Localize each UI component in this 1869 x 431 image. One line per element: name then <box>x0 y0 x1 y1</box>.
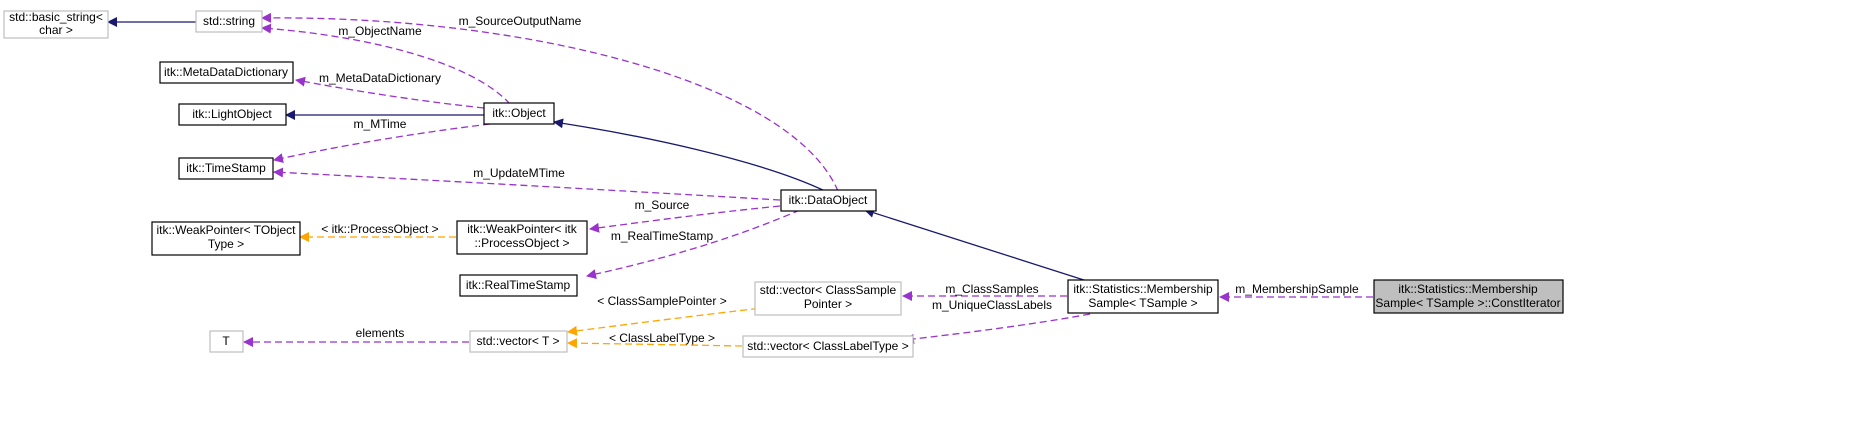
label-elements: elements <box>356 326 405 340</box>
edge-data-object-to-object <box>553 118 826 192</box>
edge-mtime <box>273 123 491 164</box>
node-vector-class-sample-line-2: Pointer > <box>804 297 852 311</box>
node-meta-data-dictionary-label: itk::MetaDataDictionary <box>164 65 288 79</box>
node-vector-t-label: std::vector< T > <box>477 334 560 348</box>
label-process-object: < itk::ProcessObject > <box>321 222 438 236</box>
node-real-time-stamp[interactable]: itk::RealTimeStamp <box>459 274 578 297</box>
edge-class-sample-pointer <box>567 305 781 336</box>
node-weak-pointer-process-line-1: itk::WeakPointer< itk <box>467 222 577 236</box>
node-data-object-label: itk::DataObject <box>789 193 868 207</box>
node-weak-pointer-tobject-line-1: itk::WeakPointer< TObject <box>156 223 296 237</box>
label-unique-class-labels: m_UniqueClassLabels <box>932 298 1052 312</box>
label-source: m_Source <box>635 198 690 212</box>
label-mtime: m_MTime <box>354 117 407 131</box>
node-weak-pointer-process-line-2: ::ProcessObject > <box>474 236 569 250</box>
node-basic-string-line-2: char > <box>39 23 73 37</box>
node-basic-string[interactable]: std::basic_string< char > <box>3 10 109 39</box>
node-vector-class-sample[interactable]: std::vector< ClassSample Pointer > <box>754 281 902 316</box>
node-membership-sample-line-1: itk::Statistics::Membership <box>1073 282 1213 296</box>
edge-unique-class-labels <box>904 313 1091 344</box>
node-real-time-stamp-label: itk::RealTimeStamp <box>466 278 571 292</box>
node-weak-pointer-tobject[interactable]: itk::WeakPointer< TObject Type > <box>151 221 301 256</box>
edge-labels: m_SourceOutputName m_ObjectName m_MetaDa… <box>319 14 1359 345</box>
node-weak-pointer-tobject-line-2: Type > <box>208 237 244 251</box>
edge-object-name <box>261 23 511 105</box>
node-light-object-label: itk::LightObject <box>192 107 272 121</box>
node-time-stamp[interactable]: itk::TimeStamp <box>178 157 274 180</box>
label-class-sample-pointer: < ClassSamplePointer > <box>597 294 726 308</box>
label-object-name: m_ObjectName <box>338 24 422 38</box>
label-class-label-type: < ClassLabelType > <box>609 331 715 345</box>
node-const-iterator[interactable]: itk::Statistics::Membership Sample< TSam… <box>1373 279 1564 314</box>
node-vector-t[interactable]: std::vector< T > <box>469 330 568 353</box>
node-vector-class-label-label: std::vector< ClassLabelType > <box>747 339 908 353</box>
node-meta-data-dictionary[interactable]: itk::MetaDataDictionary <box>159 61 294 84</box>
node-object[interactable]: itk::Object <box>483 102 555 125</box>
edge-real-time-stamp <box>586 209 801 279</box>
label-source-output-name: m_SourceOutputName <box>459 14 582 28</box>
label-update-mtime: m_UpdateMTime <box>473 166 565 180</box>
node-vector-class-label[interactable]: std::vector< ClassLabelType > <box>742 335 914 358</box>
node-object-label: itk::Object <box>492 106 546 120</box>
node-vector-class-sample-line-1: std::vector< ClassSample <box>760 283 897 297</box>
label-real-time-stamp: m_RealTimeStamp <box>611 229 714 243</box>
edge-update-mtime <box>273 167 781 201</box>
node-string[interactable]: std::string <box>195 10 263 33</box>
edge-membership-to-data-object <box>864 207 1088 282</box>
node-data-object[interactable]: itk::DataObject <box>780 189 877 212</box>
node-time-stamp-label: itk::TimeStamp <box>186 161 266 175</box>
node-const-iterator-line-2: Sample< TSample >::ConstIterator <box>1375 296 1560 310</box>
label-meta-data-dictionary: m_MetaDataDictionary <box>319 71 441 85</box>
edge-meta-data-dictionary <box>295 76 485 109</box>
node-membership-sample[interactable]: itk::Statistics::Membership Sample< TSam… <box>1067 279 1219 314</box>
node-membership-sample-line-2: Sample< TSample > <box>1088 296 1197 310</box>
label-membership-sample: m_MembershipSample <box>1235 282 1359 296</box>
edge-source <box>589 205 781 233</box>
node-const-iterator-line-1: itk::Statistics::Membership <box>1398 282 1538 296</box>
label-class-samples: m_ClassSamples <box>945 282 1038 296</box>
nodes: std::basic_string< char > std::string it… <box>3 10 1564 358</box>
node-string-label: std::string <box>203 14 255 28</box>
node-t-label: T <box>222 334 230 348</box>
node-weak-pointer-process[interactable]: itk::WeakPointer< itk ::ProcessObject > <box>456 220 588 255</box>
node-t[interactable]: T <box>209 330 244 353</box>
edges <box>107 12 1373 349</box>
node-basic-string-line-1: std::basic_string< <box>9 10 103 24</box>
node-light-object[interactable]: itk::LightObject <box>178 103 287 126</box>
edge-source-output-name <box>261 12 839 192</box>
